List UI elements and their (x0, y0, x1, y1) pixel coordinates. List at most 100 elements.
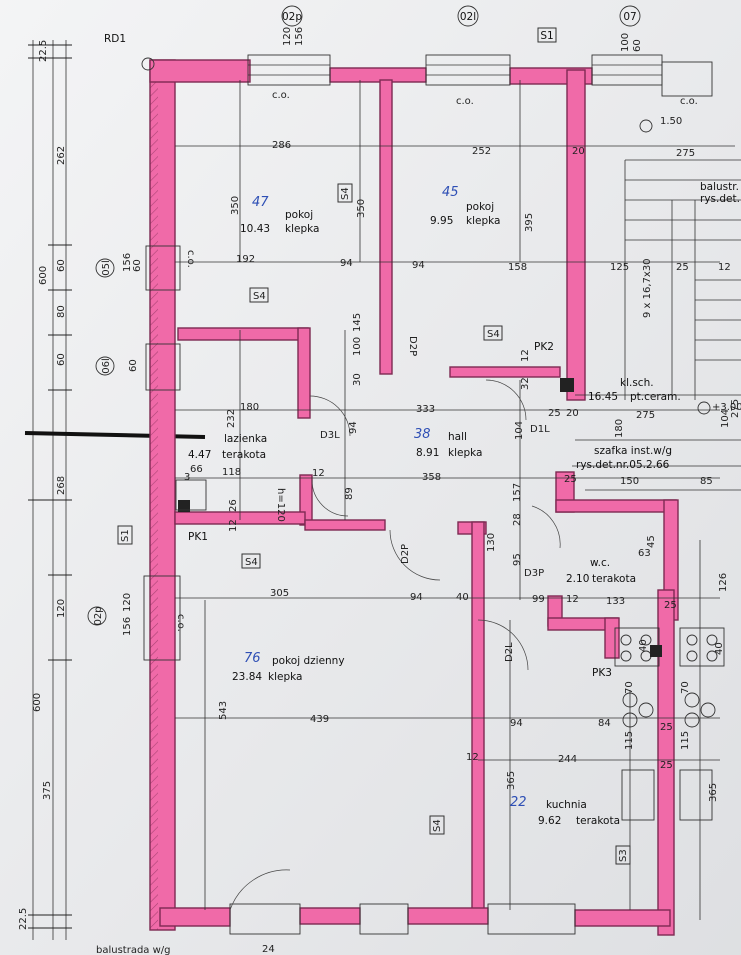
room-45-name: pokoj (466, 201, 494, 213)
door-arc-7 (229, 869, 291, 911)
marker-left-2: 06l (101, 358, 112, 374)
dim-v-66: 66 (190, 464, 203, 475)
dim-left-225b: 22.5 (38, 40, 49, 62)
window-6 (145, 343, 181, 391)
room-76-area: 23.84 (232, 671, 262, 683)
dim-v-60a: 60 (632, 39, 643, 52)
dim-v-100: 100 (352, 337, 363, 356)
dim-v-40b: 40 (714, 642, 725, 655)
left-dimension-lines (28, 40, 72, 940)
dim-left-262: 262 (56, 146, 67, 165)
dim-94c: 94 (410, 592, 423, 603)
dim-v-30: 30 (352, 373, 363, 386)
room-45-number: 45 (442, 185, 459, 200)
wall-east-bedroom (566, 69, 586, 401)
room-38-number: 38 (414, 427, 431, 442)
wc-name: w.c. (590, 557, 610, 569)
dim-180: 180 (240, 402, 259, 413)
dim-84: 84 (598, 718, 611, 729)
tag-d1l: D1L (530, 424, 550, 435)
room-47-floor: klepka (285, 223, 319, 235)
dim-v-120b: 120 (282, 27, 293, 46)
dim-358: 358 (422, 472, 441, 483)
dim-439: 439 (310, 714, 329, 725)
room-38-area: 8.91 (416, 447, 439, 459)
room-labels: 47 pokoj 10.43 klepka 45 pokoj 9.95 klep… (188, 185, 681, 827)
wall-kitchen-east (657, 589, 675, 936)
dim-v-120a: 120 (122, 593, 133, 612)
dim-275b: 275 (636, 410, 655, 421)
stair-sch: kl.sch. (620, 377, 654, 389)
dim-left-375: 375 (42, 781, 53, 800)
kitchen-floor: terakota (576, 815, 620, 827)
windows (143, 54, 713, 935)
left-dimensions: 600 262 60 80 60 268 600 120 375 22.5 22… (18, 40, 67, 930)
dim-left-80: 80 (56, 305, 67, 318)
door-arc-6 (531, 505, 561, 549)
tag-d2p-1: D2P (407, 336, 418, 356)
dim-244: 244 (558, 754, 577, 765)
tag-s4-4: S4 (245, 557, 258, 568)
dim-286: 286 (272, 140, 291, 151)
wall-hall-south (304, 519, 386, 531)
note-level: +3.00 (712, 402, 741, 413)
wc-area: 2.10 (566, 573, 589, 585)
note-h120: h=120 (275, 488, 286, 522)
dim-v-365a: 365 (506, 771, 517, 790)
marker-left-3: 02p (93, 606, 104, 625)
notes: szafka inst.w/g rys.det.nr.05.2.66 h=120… (96, 90, 741, 955)
dim-v-70b: 70 (680, 681, 691, 694)
room-76-floor: klepka (268, 671, 302, 683)
chimney-pk2 (560, 378, 574, 392)
dim-v-350a: 350 (230, 196, 241, 215)
dim-118: 118 (222, 467, 241, 478)
room-22-number: 22 (510, 795, 527, 810)
dim-v-156a: 156 (122, 617, 133, 636)
sink-icon (621, 769, 655, 821)
bath-area: 4.47 (188, 449, 211, 461)
room-47-number: 47 (252, 195, 269, 210)
dim-v-28: 28 (512, 513, 523, 526)
tag-s3: S3 (618, 849, 629, 862)
tag-pk2: PK2 (534, 341, 554, 353)
dim-v-156b: 156 (294, 27, 305, 46)
note-stair-width: 1.50 (660, 116, 682, 127)
note-balustrada: balustrada w/g (96, 945, 171, 955)
window-2 (425, 54, 511, 86)
tag-d2p-2: D2P (400, 544, 411, 564)
wall-bath-north (177, 327, 309, 341)
dim-v-89: 89 (344, 487, 355, 500)
wall-bath-east-upper (297, 327, 311, 419)
room-45-area: 9.95 (430, 215, 453, 227)
kitchen-area: 9.62 (538, 815, 561, 827)
dim-v-26: 26 (228, 499, 239, 512)
wall-wc-north (555, 499, 677, 513)
co-1: c.o. (272, 90, 290, 101)
co-5: c.o. (185, 250, 196, 268)
dim-150: 150 (620, 476, 639, 487)
dim-12a: 12 (718, 262, 731, 273)
dim-40: 40 (456, 592, 469, 603)
dim-v-40a: 40 (638, 639, 649, 652)
doors (229, 379, 561, 911)
dim-v-350b: 350 (356, 199, 367, 218)
window-5 (145, 245, 181, 291)
dim-v-156c: 156 (122, 253, 133, 272)
dim-left-60b: 60 (56, 353, 67, 366)
note-rysdet: rys.det.nr.05.2.66 (576, 459, 670, 471)
dim-333: 333 (416, 404, 435, 415)
tag-s4-5: S4 (432, 819, 443, 832)
tags: S4 S4 S4 S4 S4 S1 S3 PK1 PK2 PK3 D2P D3L… (117, 183, 631, 865)
horizontal-dimensions: 286 252 275 192 94 94 158 125 25 12 180 … (222, 140, 731, 771)
dim-v-126: 126 (718, 573, 729, 592)
dim-v-63: 63 (638, 548, 651, 559)
dim-25e: 25 (564, 474, 577, 485)
dim-v-115b: 115 (680, 731, 691, 750)
dim-v-12a: 12 (520, 349, 531, 362)
marker-top-4: 07 (623, 11, 636, 23)
note-balustr: balustr. (700, 181, 739, 193)
door-arc-5 (477, 619, 529, 671)
kitchen-name: kuchnia (546, 799, 587, 811)
co-2: c.o. (456, 96, 474, 107)
dim-125: 125 (610, 262, 629, 273)
